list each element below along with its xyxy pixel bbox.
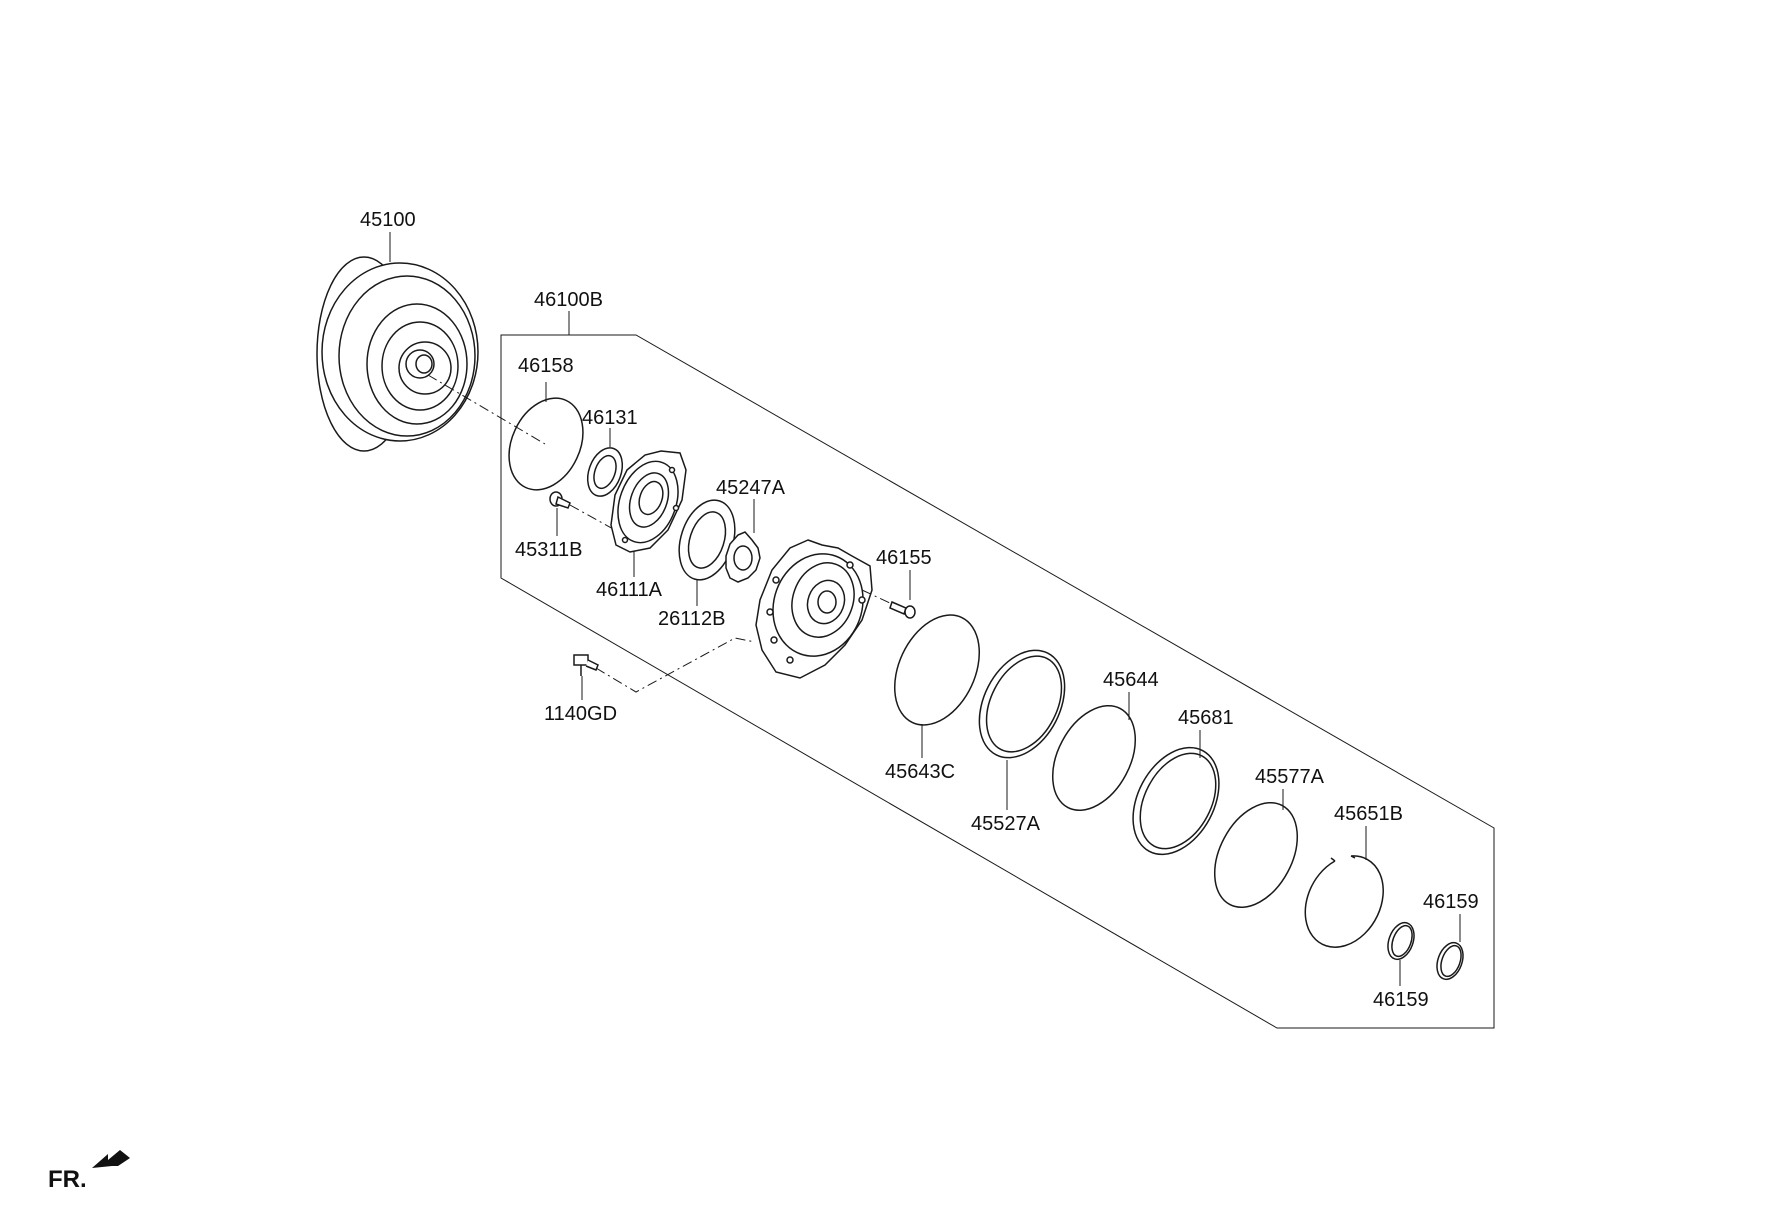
ring-46159-left[interactable] <box>1383 919 1419 963</box>
bolt-46155[interactable] <box>889 600 916 619</box>
label-45681: 45681 <box>1178 707 1234 729</box>
label-45311B: 45311B <box>515 539 582 561</box>
ring-45577A[interactable] <box>1198 789 1314 922</box>
label-46131: 46131 <box>582 407 638 429</box>
axis-46155 <box>861 589 893 605</box>
label-46100B: 46100B <box>534 289 603 311</box>
front-label: FR. <box>48 1166 87 1193</box>
bolt-1140GD[interactable] <box>573 654 599 676</box>
inner-gear-45247A[interactable] <box>725 531 761 583</box>
snap-ring-45651B[interactable] <box>1304 855 1384 948</box>
front-arrow-icon <box>92 1150 130 1168</box>
label-46111A: 46111A <box>596 579 663 601</box>
ring-45527A[interactable] <box>962 636 1081 772</box>
o-ring-46158[interactable] <box>495 386 597 502</box>
label-26112B: 26112B <box>658 608 725 630</box>
ring-46159-right[interactable] <box>1432 939 1468 983</box>
assembly-boundary <box>500 334 1495 1029</box>
label-1140GD: 1140GD <box>544 703 617 725</box>
outer-gear-26112B[interactable] <box>670 493 745 587</box>
label-45100: 45100 <box>360 209 416 231</box>
label-45643C: 45643C <box>885 761 955 783</box>
axis-1140GD <box>595 637 756 693</box>
front-direction-marker: FR. <box>48 1150 130 1193</box>
label-46159-bottom: 46159 <box>1373 989 1429 1011</box>
label-46158: 46158 <box>518 355 574 377</box>
pump-plate-46111A[interactable] <box>607 450 688 553</box>
pin-45311B[interactable] <box>549 491 571 509</box>
ring-45681[interactable] <box>1116 733 1237 869</box>
label-45651B: 45651B <box>1334 803 1403 825</box>
axis-45311B <box>569 504 616 531</box>
torque-converter[interactable] <box>316 256 479 452</box>
center-axis <box>427 374 546 445</box>
label-46159-top: 46159 <box>1423 891 1479 913</box>
oil-seal-46131[interactable] <box>581 443 628 501</box>
ring-45644[interactable] <box>1036 692 1152 825</box>
ring-45643C[interactable] <box>878 601 996 738</box>
label-45577A: 45577A <box>1255 766 1325 788</box>
label-46155: 46155 <box>876 547 932 569</box>
pump-housing[interactable] <box>755 539 877 679</box>
label-45247A: 45247A <box>716 477 786 499</box>
label-45644: 45644 <box>1103 669 1159 691</box>
label-45527A: 45527A <box>971 813 1041 835</box>
